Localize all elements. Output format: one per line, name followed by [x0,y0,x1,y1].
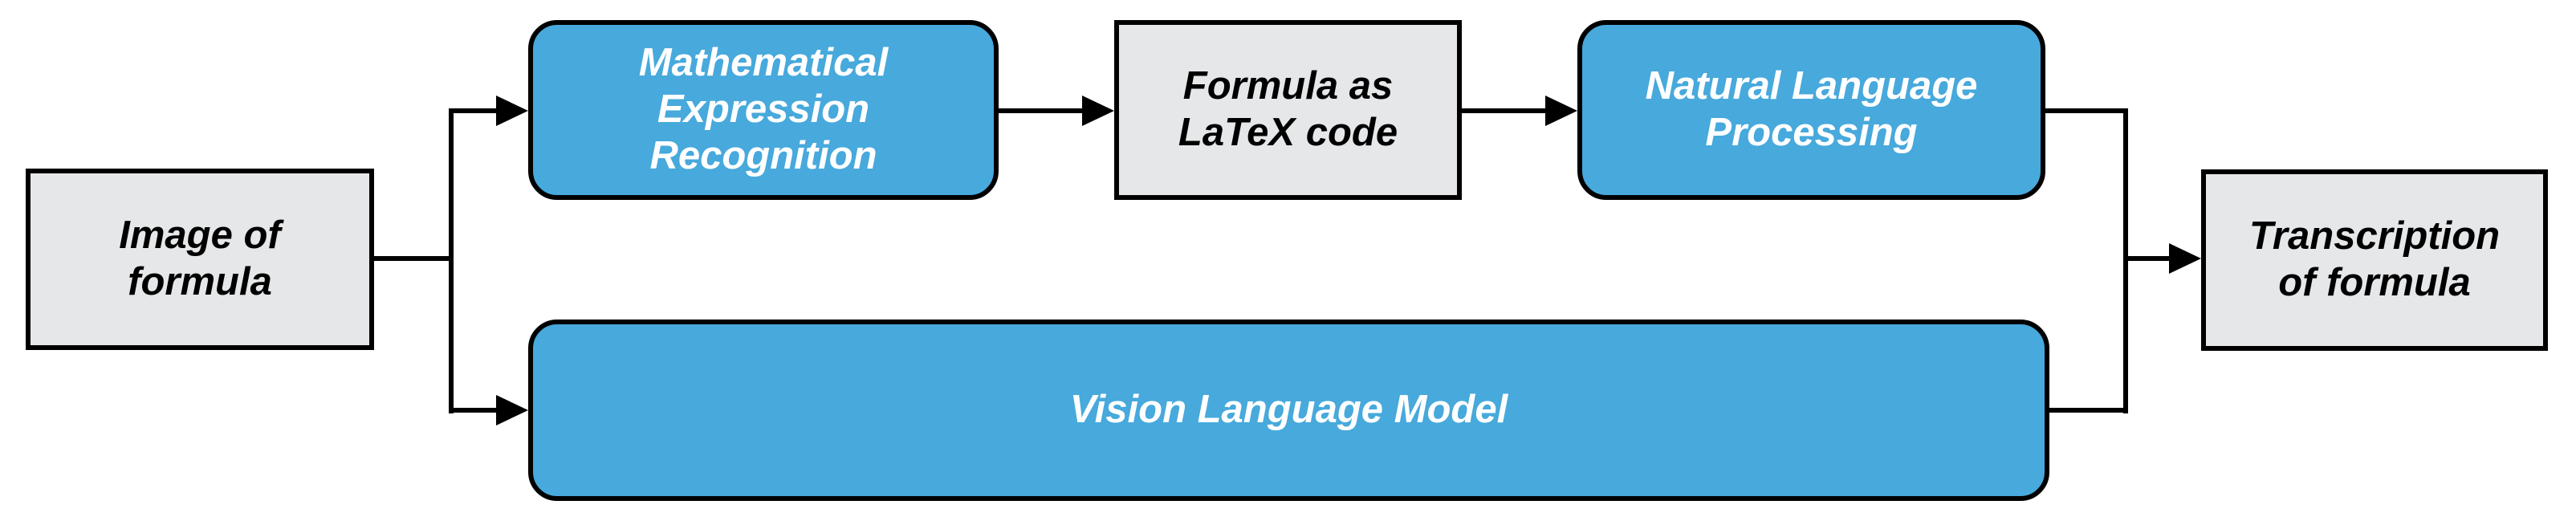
arrowhead-into-vlm [496,395,528,425]
node-image-of-formula: Image of formula [26,169,374,350]
connector-branch-to-vlm [451,408,496,413]
merge-vertical-line [2123,108,2128,413]
connector-merge-to-transcription [2126,256,2169,261]
node-transcription-of-formula: Transcription of formula [2201,169,2548,351]
node-natural-language-processing: Natural Language Processing [1577,20,2045,200]
node-formula-as-latex-code-label: Formula as LaTeX code [1178,64,1398,154]
node-mathematical-expression-recognition-label: Mathematical Expression Recognition [638,41,889,177]
node-formula-as-latex-code: Formula as LaTeX code [1114,20,1462,200]
connector-image-to-branch [373,256,454,261]
node-mathematical-expression-recognition: Mathematical Expression Recognition [528,20,999,200]
arrowhead-into-nlp [1545,96,1577,126]
node-natural-language-processing-label: Natural Language Processing [1645,64,1978,154]
connector-mer-to-latex [998,108,1082,113]
arrowhead-into-mer [496,96,528,126]
arrowhead-into-latex [1082,96,1114,126]
node-vision-language-model: Vision Language Model [528,320,2049,501]
node-vision-language-model-label: Vision Language Model [1069,388,1508,432]
branch-vertical-line [449,108,454,413]
connector-nlp-to-merge [2045,108,2128,113]
node-image-of-formula-label: Image of formula [119,214,281,303]
connector-latex-to-nlp [1461,108,1545,113]
connector-vlm-to-merge [2049,408,2128,413]
connector-branch-to-mer [451,108,496,113]
arrowhead-into-transcription [2169,243,2201,274]
node-transcription-of-formula-label: Transcription of formula [2248,214,2501,304]
